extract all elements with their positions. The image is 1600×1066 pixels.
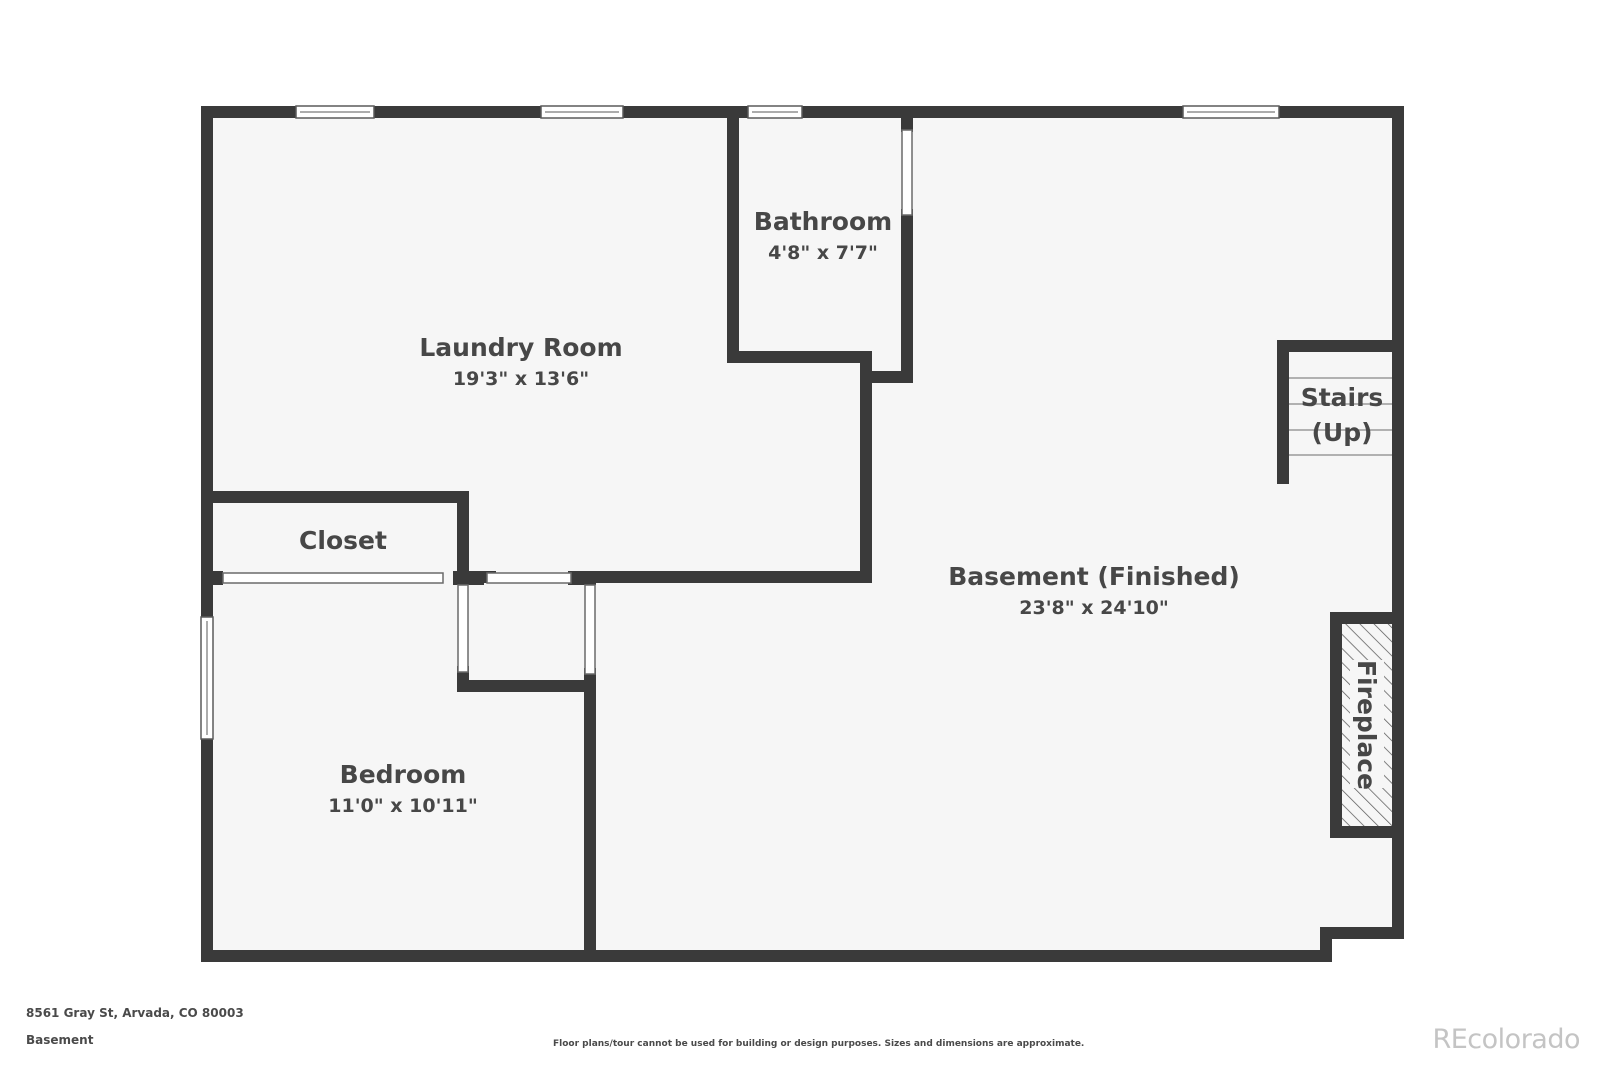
room-laundry: Laundry Room 19'3" x 13'6" xyxy=(419,333,622,390)
room-name: Bedroom xyxy=(340,760,467,789)
exterior-wall xyxy=(201,106,1404,962)
room-closet: Closet xyxy=(299,526,387,555)
openings xyxy=(222,129,913,675)
fireplace: Fireplace xyxy=(1342,624,1392,826)
bedroom-door-opening xyxy=(457,584,469,673)
room-bedroom: Bedroom 11'0" x 10'11" xyxy=(328,760,477,817)
room-dimensions: 4'8" x 7'7" xyxy=(768,242,878,264)
disclaimer-text: Floor plans/tour cannot be used for buil… xyxy=(553,1039,1085,1049)
interior-walls xyxy=(201,106,1404,962)
windows xyxy=(200,105,1280,740)
room-name: Bathroom xyxy=(754,207,892,236)
brand-logo: REcolorado xyxy=(1432,1024,1580,1055)
room-dimensions: 23'8" x 24'10" xyxy=(1019,597,1168,619)
window xyxy=(747,105,803,119)
bathroom-door-opening xyxy=(901,129,913,216)
room-dimensions: 19'3" x 13'6" xyxy=(453,368,589,390)
stairs-label-line2: (Up) xyxy=(1311,418,1372,447)
floor-level-label: Basement xyxy=(26,1033,94,1047)
fireplace-label: Fireplace xyxy=(1352,660,1381,790)
address-text: 8561 Gray St, Arvada, CO 80003 xyxy=(26,1006,244,1020)
closet-door-opening xyxy=(222,572,444,584)
window xyxy=(295,105,375,119)
wall-stubs xyxy=(201,112,913,585)
room-basement: Basement (Finished) 23'8" x 24'10" xyxy=(948,562,1240,619)
stairs: Stairs (Up) xyxy=(1289,352,1392,478)
stairs-label-line1: Stairs xyxy=(1301,383,1384,412)
window xyxy=(540,105,624,119)
room-name: Laundry Room xyxy=(419,333,622,362)
floor-area xyxy=(207,118,1392,950)
room-dimensions: 11'0" x 10'11" xyxy=(328,795,477,817)
room-name: Basement (Finished) xyxy=(948,562,1240,591)
window xyxy=(200,616,214,740)
room-name: Closet xyxy=(299,526,387,555)
hall-door-opening xyxy=(584,584,596,675)
laundry-door-opening xyxy=(486,572,572,584)
room-bathroom: Bathroom 4'8" x 7'7" xyxy=(754,207,892,264)
window xyxy=(1182,105,1280,119)
